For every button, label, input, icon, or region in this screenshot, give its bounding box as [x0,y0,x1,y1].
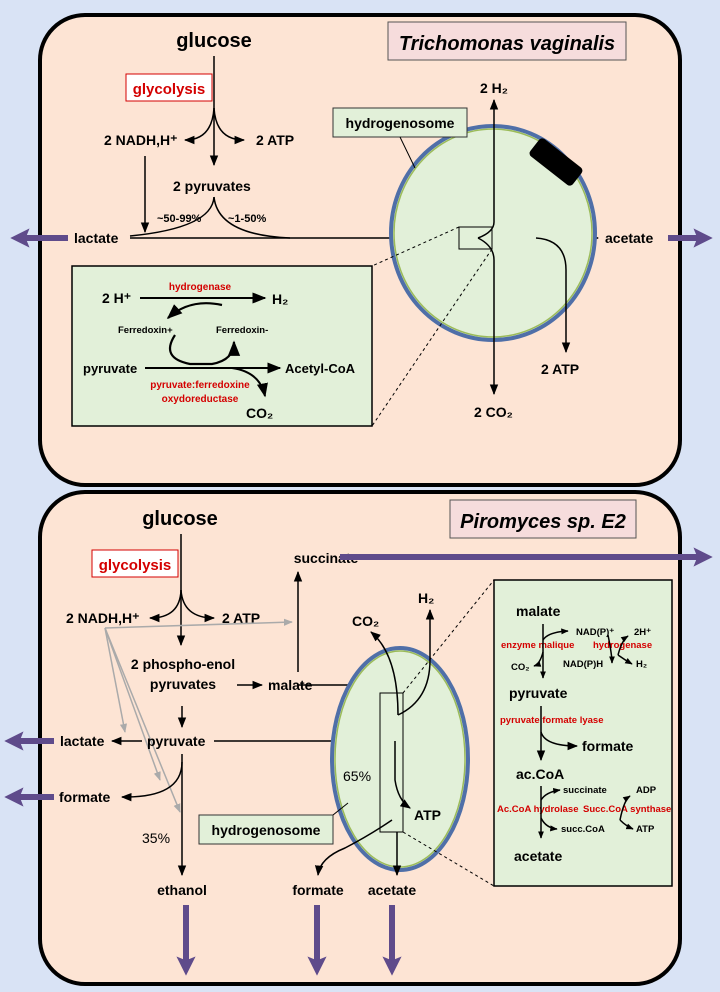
bottom-inset-co2: CO₂ [511,662,529,673]
bottom-inset-atp: ATP [636,824,655,835]
bottom-inset-pyruvate: pyruvate [509,685,568,701]
bottom-atp-org-label: ATP [414,807,441,823]
top-atp-out-label: 2 ATP [541,361,579,377]
bottom-hydrogenosome-label: hydrogenosome [212,822,321,838]
bottom-inset-pyruvate-arrows [536,706,579,762]
bottom-inset-malate: malate [516,603,561,619]
top-glucose-label: glucose [176,30,252,52]
top-organelle-arrows [477,98,571,396]
bottom-hydrogenosome [330,646,470,872]
top-inset-co2: CO₂ [246,405,273,421]
bottom-glycolysis-label: glycolysis [99,557,172,574]
bottom-inset-h2: H₂ [636,659,647,670]
bottom-malate-label: malate [268,677,313,693]
top-hydrogenosome-pointer [399,136,416,169]
top-inset-acetyl-coa: Acetyl-CoA [285,361,356,376]
bottom-acetate-out-label: acetate [368,882,416,898]
top-detail-box [458,226,493,250]
top-inset-ferredoxin-ox: Ferredoxin+ [118,325,173,336]
top-glycolysis-box [125,73,213,102]
top-pct-right: ~1-50% [228,213,266,225]
bottom-inset-succoa-synthase: Succ.CoA synthase [583,804,671,815]
bottom-glycolysis-arrows [148,534,216,647]
top-hydrogenosome-label: hydrogenosome [346,115,455,131]
top-glycolysis-label: glycolysis [133,81,206,98]
bottom-pep-line1: 2 phospho-enol [131,656,235,672]
bottom-inset-adp: ADP [636,785,657,796]
top-inset-box [71,265,373,427]
top-inset-pfor-line1: pyruvate:ferredoxine [150,380,250,391]
bottom-formate-out-label: formate [292,882,344,898]
bottom-glycolysis-box [91,549,179,578]
bottom-pep-line2: pyruvates [150,676,216,692]
bottom-pyruvate-label: pyruvate [147,733,206,749]
bottom-inset-acoa-hydrolase: Ac.CoA hydrolase [497,804,578,815]
top-inset-hydrogenase: hydrogenase [169,282,232,293]
bottom-glucose-label: glucose [142,508,218,530]
bottom-inset-acetate: acetate [514,848,562,864]
top-inset-h2: H₂ [272,291,288,307]
bottom-atp-label: 2 ATP [222,610,260,626]
bottom-hydrogenosome-label-box [198,814,334,845]
bottom-hydrogenosome-pointer [332,802,349,816]
top-glycolysis-arrows [183,56,246,167]
bottom-lactate-label: lactate [60,733,105,749]
bottom-nadh-grey-arrows [104,618,293,813]
top-acetate-label: acetate [605,230,653,246]
bottom-inset-acoa-arrows [538,786,634,839]
bottom-inset-two-h: 2H⁺ [634,627,651,638]
bottom-pct-65: 65% [343,768,371,784]
bottom-co2-label: CO₂ [352,613,379,629]
top-inset-pfor-line2: oxydoreductase [162,394,239,405]
bottom-inset-succ-coa: succ.CoA [561,824,605,835]
top-lactate-label: lactate [74,230,119,246]
top-inset-ferredoxin-red: Ferredoxin- [216,325,268,336]
top-inset-ferredoxin-cycle [166,302,241,366]
bottom-inset-malate-arrows [533,624,633,679]
top-co2-label: 2 CO₂ [474,404,513,420]
bottom-ethanol-label: ethanol [157,882,207,898]
bottom-inset-formate: formate [582,738,634,754]
bottom-inset-acoa: ac.CoA [516,766,564,782]
bottom-organism-name: Piromyces sp. E2 [460,511,626,533]
bottom-inset-nadp: NAD(P)⁺ [576,627,614,638]
bottom-inset-box [493,579,673,887]
bottom-inset-pfl: pyruvate formate lyase [500,715,604,726]
bottom-formate-left-label: formate [59,789,111,805]
bottom-inset-hydrogenase: hydrogenase [593,640,652,651]
top-organism-box [387,21,627,61]
bottom-h2-label: H₂ [418,590,434,606]
bottom-inset-succinate: succinate [563,785,607,796]
bottom-organelle-arrows [314,608,435,877]
bottom-nadh-label: 2 NADH,H⁺ [66,610,140,626]
bottom-zoom-lines [402,579,495,887]
top-h2-label: 2 H₂ [480,80,508,96]
top-pct-left: ~50-99% [157,213,202,225]
top-organism-name: Trichomonas vaginalis [399,33,615,55]
bottom-export-arrows [176,905,402,976]
bottom-detail-box [379,692,404,833]
top-pyruvates-label: 2 pyruvates [173,178,251,194]
top-hydrogenosome [389,124,597,342]
top-atp-label: 2 ATP [256,132,294,148]
bottom-pct-35: 35% [142,830,170,846]
top-zoom-lines [371,226,493,427]
top-inset-h-plus: 2 H⁺ [102,290,131,306]
top-nadh-label: 2 NADH,H⁺ [104,132,178,148]
top-inset-co2-arrow [231,367,268,398]
top-inset-pyruvate: pyruvate [83,361,137,376]
bottom-inset-enzyme-malique: enzyme malique [501,640,574,651]
bottom-organism-box [449,499,637,539]
top-hydrogenosome-cap [529,138,583,186]
bottom-inset-nadph: NAD(P)H [563,659,603,670]
